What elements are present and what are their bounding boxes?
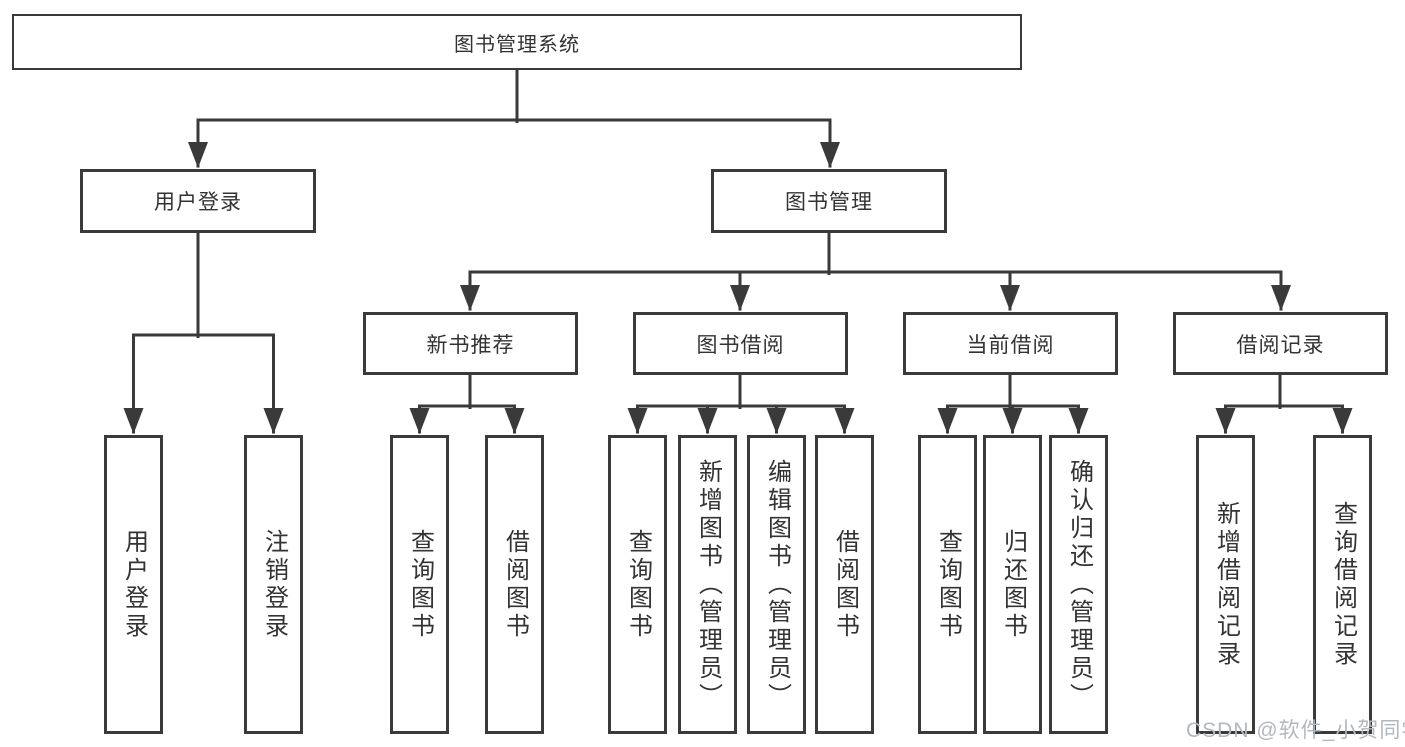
leaf-current-confirm-admin: 确认归还（管理员） (1049, 435, 1108, 734)
leaf-record-add: 新增借阅记录 (1196, 435, 1255, 734)
leaf-borrow-query-label: 查询图书 (624, 528, 652, 641)
leaf-current-confirm-admin-label: 确认归还（管理员） (1065, 458, 1093, 711)
node-book-borrow-label: 图书借阅 (696, 333, 785, 357)
node-borrow-record-label: 借阅记录 (1236, 333, 1325, 357)
leaf-borrow-query: 查询图书 (608, 435, 667, 734)
leaf-user-login: 用户登录 (104, 435, 163, 734)
leaf-newbook-borrow: 借阅图书 (485, 435, 544, 734)
node-book-mgmt-label: 图书管理 (785, 191, 873, 214)
node-new-book: 新书推荐 (363, 312, 578, 375)
branch-book-mgmt (460, 230, 1291, 311)
branch-current-borrow (937, 373, 1089, 434)
node-root-label: 图书管理系统 (454, 33, 580, 56)
leaf-borrow-edit-admin-label: 编辑图书（管理员） (763, 458, 791, 711)
branch-new-book (409, 373, 525, 434)
leaf-current-return: 归还图书 (983, 435, 1042, 734)
node-current-borrow: 当前借阅 (903, 312, 1118, 375)
leaf-record-query-label: 查询借阅记录 (1329, 500, 1357, 669)
leaf-user-login-label: 用户登录 (120, 528, 148, 641)
node-current-borrow-label: 当前借阅 (966, 333, 1055, 357)
leaf-borrow-borrow-label: 借阅图书 (831, 528, 859, 641)
node-new-book-label: 新书推荐 (426, 333, 515, 357)
leaf-borrow-edit-admin: 编辑图书（管理员） (747, 435, 806, 734)
leaf-record-query: 查询借阅记录 (1313, 435, 1372, 734)
leaf-current-query-label: 查询图书 (934, 528, 962, 641)
leaf-borrow-add-admin-label: 新增图书（管理员） (694, 458, 722, 711)
node-user-login-label: 用户登录 (154, 191, 242, 214)
csdn-watermark: CSDN @软件_小贺同学 (1186, 719, 1405, 742)
branch-user-login (123, 230, 284, 434)
branch-borrow-record (1215, 373, 1353, 434)
leaf-borrow-borrow: 借阅图书 (815, 435, 874, 734)
branch-root (188, 66, 840, 168)
leaf-current-query: 查询图书 (918, 435, 977, 734)
leaf-record-add-label: 新增借阅记录 (1212, 500, 1240, 669)
leaf-newbook-query: 查询图书 (390, 435, 449, 734)
leaf-logout: 注销登录 (244, 435, 303, 734)
node-borrow-record: 借阅记录 (1173, 312, 1388, 375)
node-book-mgmt: 图书管理 (711, 169, 947, 233)
leaf-borrow-add-admin: 新增图书（管理员） (678, 435, 737, 734)
leaf-newbook-query-label: 查询图书 (406, 528, 434, 641)
node-user-login: 用户登录 (80, 169, 316, 233)
node-book-borrow: 图书借阅 (633, 312, 848, 375)
leaf-logout-label: 注销登录 (260, 528, 288, 641)
leaf-newbook-borrow-label: 借阅图书 (501, 528, 529, 641)
node-root: 图书管理系统 (12, 14, 1022, 70)
leaf-current-return-label: 归还图书 (999, 528, 1027, 641)
branch-book-borrow (627, 373, 855, 434)
